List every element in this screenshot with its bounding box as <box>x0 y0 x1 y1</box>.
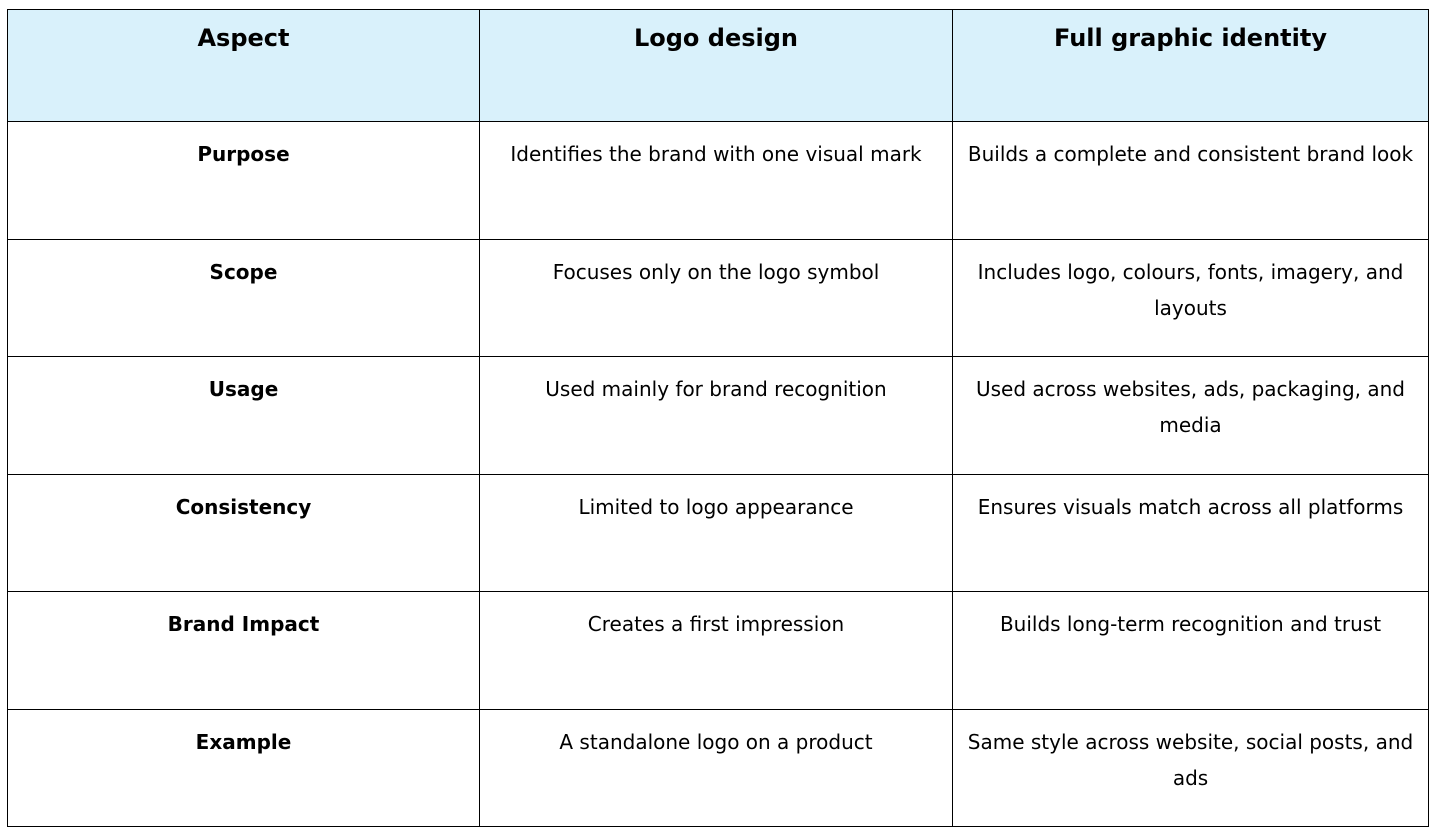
comparison-table: Aspect Logo design Full graphic identity… <box>7 9 1429 827</box>
logo-design-cell: A standalone logo on a product <box>479 708 953 827</box>
aspect-cell: Brand Impact <box>7 591 480 710</box>
logo-design-cell: Used mainly for brand recognition <box>479 356 953 475</box>
logo-design-cell: Creates a first impression <box>479 591 953 710</box>
graphic-identity-cell: Ensures visuals match across all platfor… <box>952 473 1429 592</box>
header-aspect: Aspect <box>7 9 480 122</box>
graphic-identity-cell: Same style across website, social posts,… <box>952 708 1429 827</box>
logo-design-cell: Limited to logo appearance <box>479 473 953 592</box>
header-row: Aspect Logo design Full graphic identity <box>7 9 1429 122</box>
graphic-identity-cell: Used across websites, ads, packaging, an… <box>952 356 1429 475</box>
aspect-cell: Example <box>7 708 480 827</box>
logo-design-cell: Focuses only on the logo symbol <box>479 238 953 357</box>
graphic-identity-cell: Builds a complete and consistent brand l… <box>952 121 1429 240</box>
aspect-cell: Consistency <box>7 473 480 592</box>
logo-design-cell: Identifies the brand with one visual mar… <box>479 121 953 240</box>
graphic-identity-cell: Includes logo, colours, fonts, imagery, … <box>952 238 1429 357</box>
aspect-cell: Usage <box>7 356 480 475</box>
aspect-cell: Purpose <box>7 121 480 240</box>
header-logo-design: Logo design <box>479 9 953 122</box>
header-full-graphic-identity: Full graphic identity <box>952 9 1429 122</box>
aspect-cell: Scope <box>7 238 480 357</box>
graphic-identity-cell: Builds long-term recognition and trust <box>952 591 1429 710</box>
